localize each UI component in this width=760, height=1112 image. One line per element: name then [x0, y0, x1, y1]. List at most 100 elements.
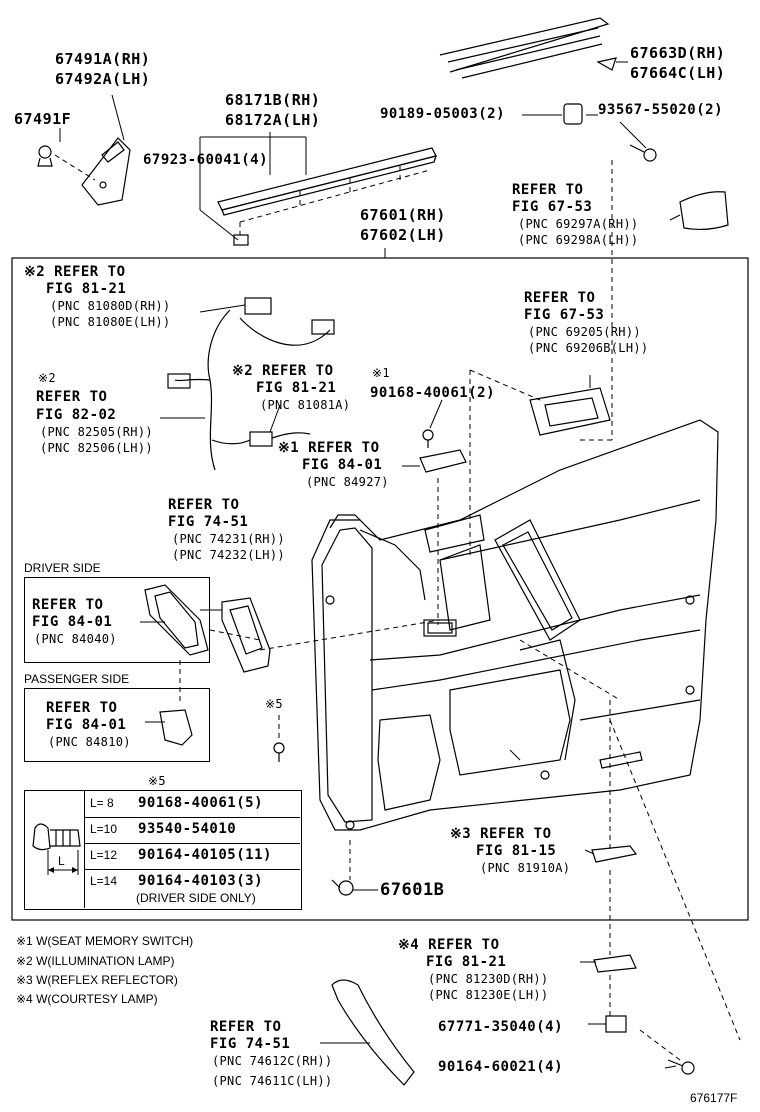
table-row-3-length: L=12 — [90, 848, 118, 862]
footnote-1: ※1 W(SEAT MEMORY SWITCH) — [16, 934, 194, 948]
refer-fig82-02-line4: (PNC 82506(LH)) — [40, 441, 153, 455]
refer-fig81-21-a-line3: (PNC 81080D(RH)) — [50, 299, 171, 313]
handle-cover-part — [669, 191, 729, 231]
table-rule-3 — [84, 869, 300, 870]
label-67664c: 67664C(LH) — [630, 64, 726, 82]
refer-fig67-53-a-line4: (PNC 69298A(LH)) — [518, 233, 639, 247]
clip-drawing — [32, 823, 81, 875]
refer-fig82-02-line2: FIG 82-02 — [36, 407, 117, 423]
refer-fig67-53-b-line3: (PNC 69205(RH)) — [528, 325, 641, 339]
refer-fig74-51-b-line4: (PNC 74611C(LH)) — [212, 1074, 333, 1088]
refer-fig74-51-a-line3: (PNC 74231(RH)) — [172, 532, 285, 546]
switch-and-clip-parts — [402, 399, 467, 473]
driver-side-caption: DRIVER SIDE — [24, 561, 101, 575]
refer-fig81-21-b-line3: (PNC 81081A) — [260, 398, 351, 412]
refer-fig81-21-b-line2: FIG 81-21 — [256, 380, 337, 396]
refer-fig74-51-b-line1: REFER TO — [210, 1019, 282, 1035]
clip-length-table — [24, 790, 302, 910]
table-row-2-part: 93540-54010 — [138, 821, 237, 837]
footnote-3: ※3 W(REFLEX REFLECTOR) — [16, 973, 178, 987]
screw-90164-part — [664, 1059, 695, 1075]
refer-fig74-51-a-line1: REFER TO — [168, 497, 240, 513]
label-67492a: 67492A(LH) — [55, 70, 151, 88]
wire-harness-parts — [160, 297, 335, 471]
clip-and-screw-parts — [522, 103, 657, 441]
inside-handle-part — [529, 375, 611, 436]
belt-moulding-part — [199, 132, 437, 246]
refer-fig67-53-b-line4: (PNC 69206B(LH)) — [528, 341, 649, 355]
clip-67601b-part — [331, 879, 378, 896]
refer-fig81-21-c-line3: (PNC 81230D(RH)) — [428, 972, 549, 986]
label-67771: 67771-35040(4) — [438, 1019, 564, 1035]
refer-fig81-21-a-line2: FIG 81-21 — [46, 281, 127, 297]
refer-fig74-51-b-line3: (PNC 74612C(RH)) — [212, 1054, 333, 1068]
refer-fig84-01-c-line1: REFER TO — [46, 700, 118, 716]
label-67663d: 67663D(RH) — [630, 44, 726, 62]
label-68172a: 68172A(LH) — [225, 111, 321, 129]
refer-fig67-53-b-line2: FIG 67-53 — [524, 307, 605, 323]
door-panel-frame — [11, 257, 749, 921]
table-rule-1 — [84, 817, 300, 818]
switch-bezel-part — [200, 597, 271, 673]
mirror-bracket-part — [37, 94, 131, 206]
door-trim-panel-part — [311, 419, 719, 831]
refer-fig81-21-a-line4: (PNC 81080E(LH)) — [50, 315, 171, 329]
passenger-side-caption: PASSENGER SIDE — [24, 672, 130, 686]
label-90164-60021: 90164-60021(4) — [438, 1059, 564, 1075]
dimension-l-label: L — [58, 854, 65, 868]
label-90168-a: 90168-40061(2) — [370, 385, 496, 401]
passenger-switch-part — [145, 709, 193, 746]
passenger-side-box — [24, 688, 210, 762]
label-93567: 93567-55020(2) — [598, 102, 724, 118]
label-90189: 90189-05003(2) — [380, 106, 506, 122]
note-marker-2: ※2 — [38, 371, 56, 385]
refer-fig67-53-b-line1: REFER TO — [524, 290, 596, 306]
refer-fig84-01-b-line1: REFER TO — [32, 597, 104, 613]
refer-fig82-02-line1: REFER TO — [36, 389, 108, 405]
refer-fig81-15-line2: FIG 81-15 — [476, 843, 557, 859]
footnote-2: ※2 W(ILLUMINATION LAMP) — [16, 954, 175, 968]
refer-fig74-51-a-line4: (PNC 74232(LH)) — [172, 548, 285, 562]
refer-fig84-01-b-line3: (PNC 84040) — [34, 632, 117, 646]
label-68171b: 68171B(RH) — [225, 91, 321, 109]
note-marker-5-b: ※5 — [148, 774, 166, 788]
label-67491a: 67491A(RH) — [55, 50, 151, 68]
refer-fig84-01-a-line3: (PNC 84927) — [306, 475, 389, 489]
refer-fig67-53-a-line3: (PNC 69297A(RH)) — [518, 217, 639, 231]
refer-fig81-21-c-line1: ※4 REFER TO — [398, 937, 500, 953]
refer-fig67-53-a-line1: REFER TO — [512, 182, 584, 198]
refer-fig84-01-b-line2: FIG 84-01 — [32, 614, 113, 630]
label-67923: 67923-60041(4) — [143, 152, 269, 168]
footnote-4: ※4 W(COURTESY LAMP) — [16, 992, 158, 1006]
refer-fig74-51-a-line2: FIG 74-51 — [168, 514, 249, 530]
figure-code: 676177F — [690, 1091, 738, 1105]
note-marker-5-a: ※5 — [265, 697, 283, 711]
table-row-2-length: L=10 — [90, 822, 118, 836]
refer-fig84-01-c-line2: FIG 84-01 — [46, 717, 127, 733]
refer-fig81-21-b-line1: ※2 REFER TO — [232, 363, 334, 379]
table-row-1-length: L= 8 — [90, 796, 114, 810]
refer-fig81-15-line1: ※3 REFER TO — [450, 826, 552, 842]
label-67602: 67602(LH) — [360, 226, 446, 244]
label-67491f: 67491F — [14, 110, 72, 128]
table-row-4-part: 90164-40103(3) — [138, 873, 264, 889]
table-divider — [84, 790, 85, 908]
table-row-1-part: 90168-40061(5) — [138, 795, 264, 811]
label-67601: 67601(RH) — [360, 206, 446, 224]
table-row-3-part: 90164-40105(11) — [138, 847, 272, 863]
table-note: (DRIVER SIDE ONLY) — [136, 891, 256, 905]
refer-fig82-02-line3: (PNC 82505(RH)) — [40, 425, 153, 439]
driver-side-box — [24, 577, 210, 663]
driver-switch-part — [140, 584, 209, 656]
label-67601b: 67601B — [380, 880, 445, 900]
refer-fig81-21-c-line2: FIG 81-21 — [426, 954, 507, 970]
note-marker-1: ※1 — [372, 366, 390, 380]
refer-fig84-01-c-line3: (PNC 84810) — [48, 735, 131, 749]
assembly-guide-lines — [179, 369, 741, 1061]
lower-moulding-part — [320, 979, 415, 1086]
clip-67771-part — [588, 1015, 627, 1033]
refer-fig81-21-a-line1: ※2 REFER TO — [24, 264, 126, 280]
table-row-4-length: L=14 — [90, 874, 118, 888]
